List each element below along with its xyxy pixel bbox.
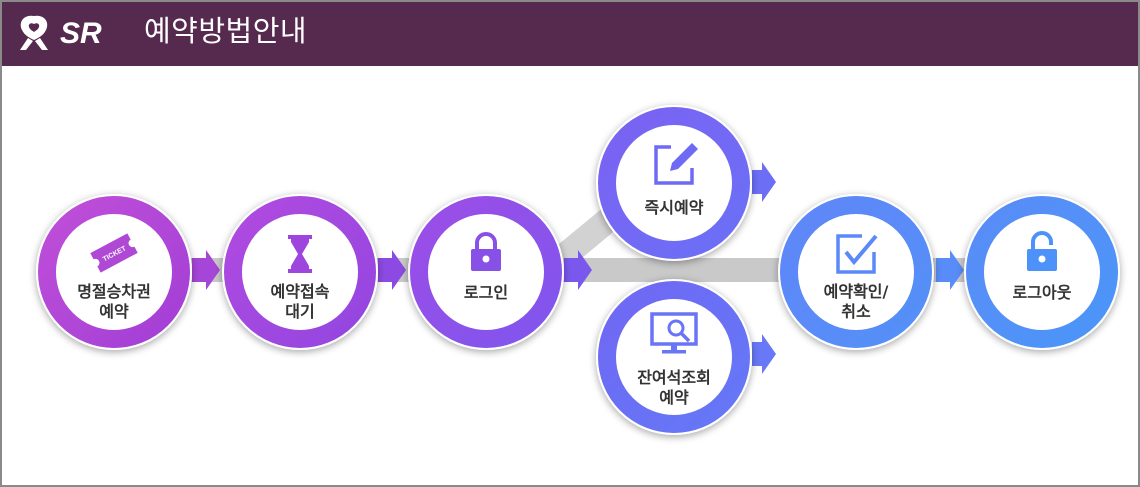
lock-icon [471, 232, 501, 271]
unlock-icon [1027, 231, 1057, 271]
step-logout-circle [964, 194, 1120, 350]
step-label-logout-line1: 로그아웃 [1012, 283, 1072, 302]
step-remaining-circle [596, 279, 752, 435]
monitor-search-icon [650, 312, 698, 354]
step-label-remaining-line1: 잔여석조회 [637, 368, 711, 387]
step-label-logout: 로그아웃 [992, 283, 1092, 303]
ticket-icon: TICKET [90, 233, 138, 273]
checkbox-icon [836, 234, 878, 274]
step-label-login: 로그인 [436, 283, 536, 303]
step-label-ticket-line2: 예약 [99, 302, 129, 321]
step-label-confirm: 예약확인/ 취소 [806, 282, 906, 322]
step-label-instant-line1: 즉시예약 [644, 198, 704, 217]
step-label-remaining-line2: 예약 [659, 388, 689, 407]
step-label-wait-line1: 예약접속 [270, 282, 330, 301]
arrow-5-icon [752, 334, 776, 374]
step-label-ticket: 명절승차권 예약 [64, 282, 164, 322]
step-label-ticket-line1: 명절승차권 [77, 282, 151, 301]
step-ticket-circle [36, 194, 192, 350]
arrow-3-icon [564, 250, 592, 290]
sr-logo: SR [16, 10, 126, 56]
edit-icon [654, 143, 698, 185]
arrow-1-icon [192, 250, 220, 290]
arrow-4-icon [752, 162, 776, 202]
step-label-wait-line2: 대기 [285, 302, 315, 321]
step-label-wait: 예약접속 대기 [250, 282, 350, 322]
logo-text: SR [60, 17, 102, 50]
page-title: 예약방법안내 [144, 14, 308, 48]
header-bar: SR 예약방법안내 [2, 2, 1138, 66]
step-label-confirm-line1: 예약확인/ [823, 282, 889, 301]
hourglass-icon [288, 235, 312, 273]
step-label-confirm-line2: 취소 [841, 302, 871, 321]
step-label-instant: 즉시예약 [624, 198, 724, 218]
arrow-6-icon [936, 250, 964, 290]
step-label-remaining: 잔여석조회 예약 [624, 368, 724, 408]
step-label-login-line1: 로그인 [463, 283, 509, 302]
step-login-circle [408, 194, 564, 350]
arrow-2-icon [378, 250, 406, 290]
